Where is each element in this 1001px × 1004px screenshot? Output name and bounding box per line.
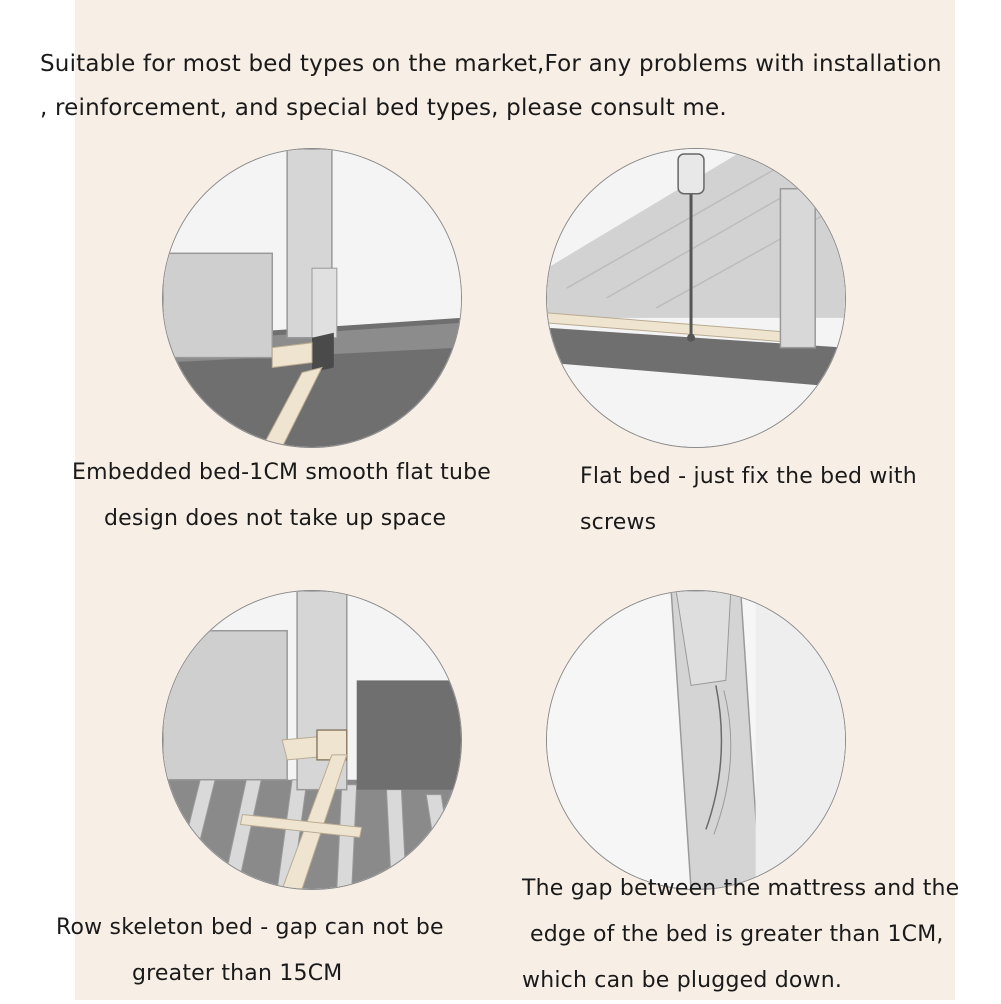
- flat-bed-illustration: [546, 148, 846, 448]
- flat-bed-caption: Flat bed - just fix the bed with screws: [580, 454, 917, 546]
- mattress-gap-caption-line-1: The gap between the mattress and the: [522, 876, 960, 901]
- slat-bed-caption: Row skeleton bed - gap can not be greate…: [56, 905, 444, 997]
- mattress-gap-illustration: [546, 590, 846, 890]
- embedded-bed-drawing: [163, 149, 461, 447]
- embedded-bed-caption-line-2: design does not take up space: [104, 506, 447, 531]
- mattress-gap-caption: The gap between the mattress and the edg…: [522, 866, 959, 1004]
- intro-line-2: , reinforcement, and special bed types, …: [40, 95, 727, 121]
- slat-bed-drawing: [163, 591, 461, 889]
- slat-bed-caption-line-2: greater than 15CM: [132, 961, 343, 986]
- slat-bed-caption-line-1: Row skeleton bed - gap can not be: [56, 915, 444, 940]
- embedded-bed-caption: Embedded bed-1CM smooth flat tube design…: [72, 450, 491, 542]
- flat-bed-caption-line-1: Flat bed - just fix the bed with: [580, 464, 917, 489]
- intro-text: Suitable for most bed types on the marke…: [40, 42, 990, 130]
- mattress-gap-drawing: [547, 591, 845, 889]
- mattress-gap-caption-line-2: edge of the bed is greater than 1CM,: [530, 922, 944, 947]
- intro-line-1: Suitable for most bed types on the marke…: [40, 51, 942, 77]
- slat-bed-illustration: [162, 590, 462, 890]
- flat-bed-drawing: [547, 149, 845, 447]
- embedded-bed-illustration: [162, 148, 462, 448]
- embedded-bed-caption-line-1: Embedded bed-1CM smooth flat tube: [72, 460, 491, 485]
- mattress-gap-caption-line-3: which can be plugged down.: [522, 968, 843, 993]
- flat-bed-caption-line-2: screws: [580, 510, 657, 535]
